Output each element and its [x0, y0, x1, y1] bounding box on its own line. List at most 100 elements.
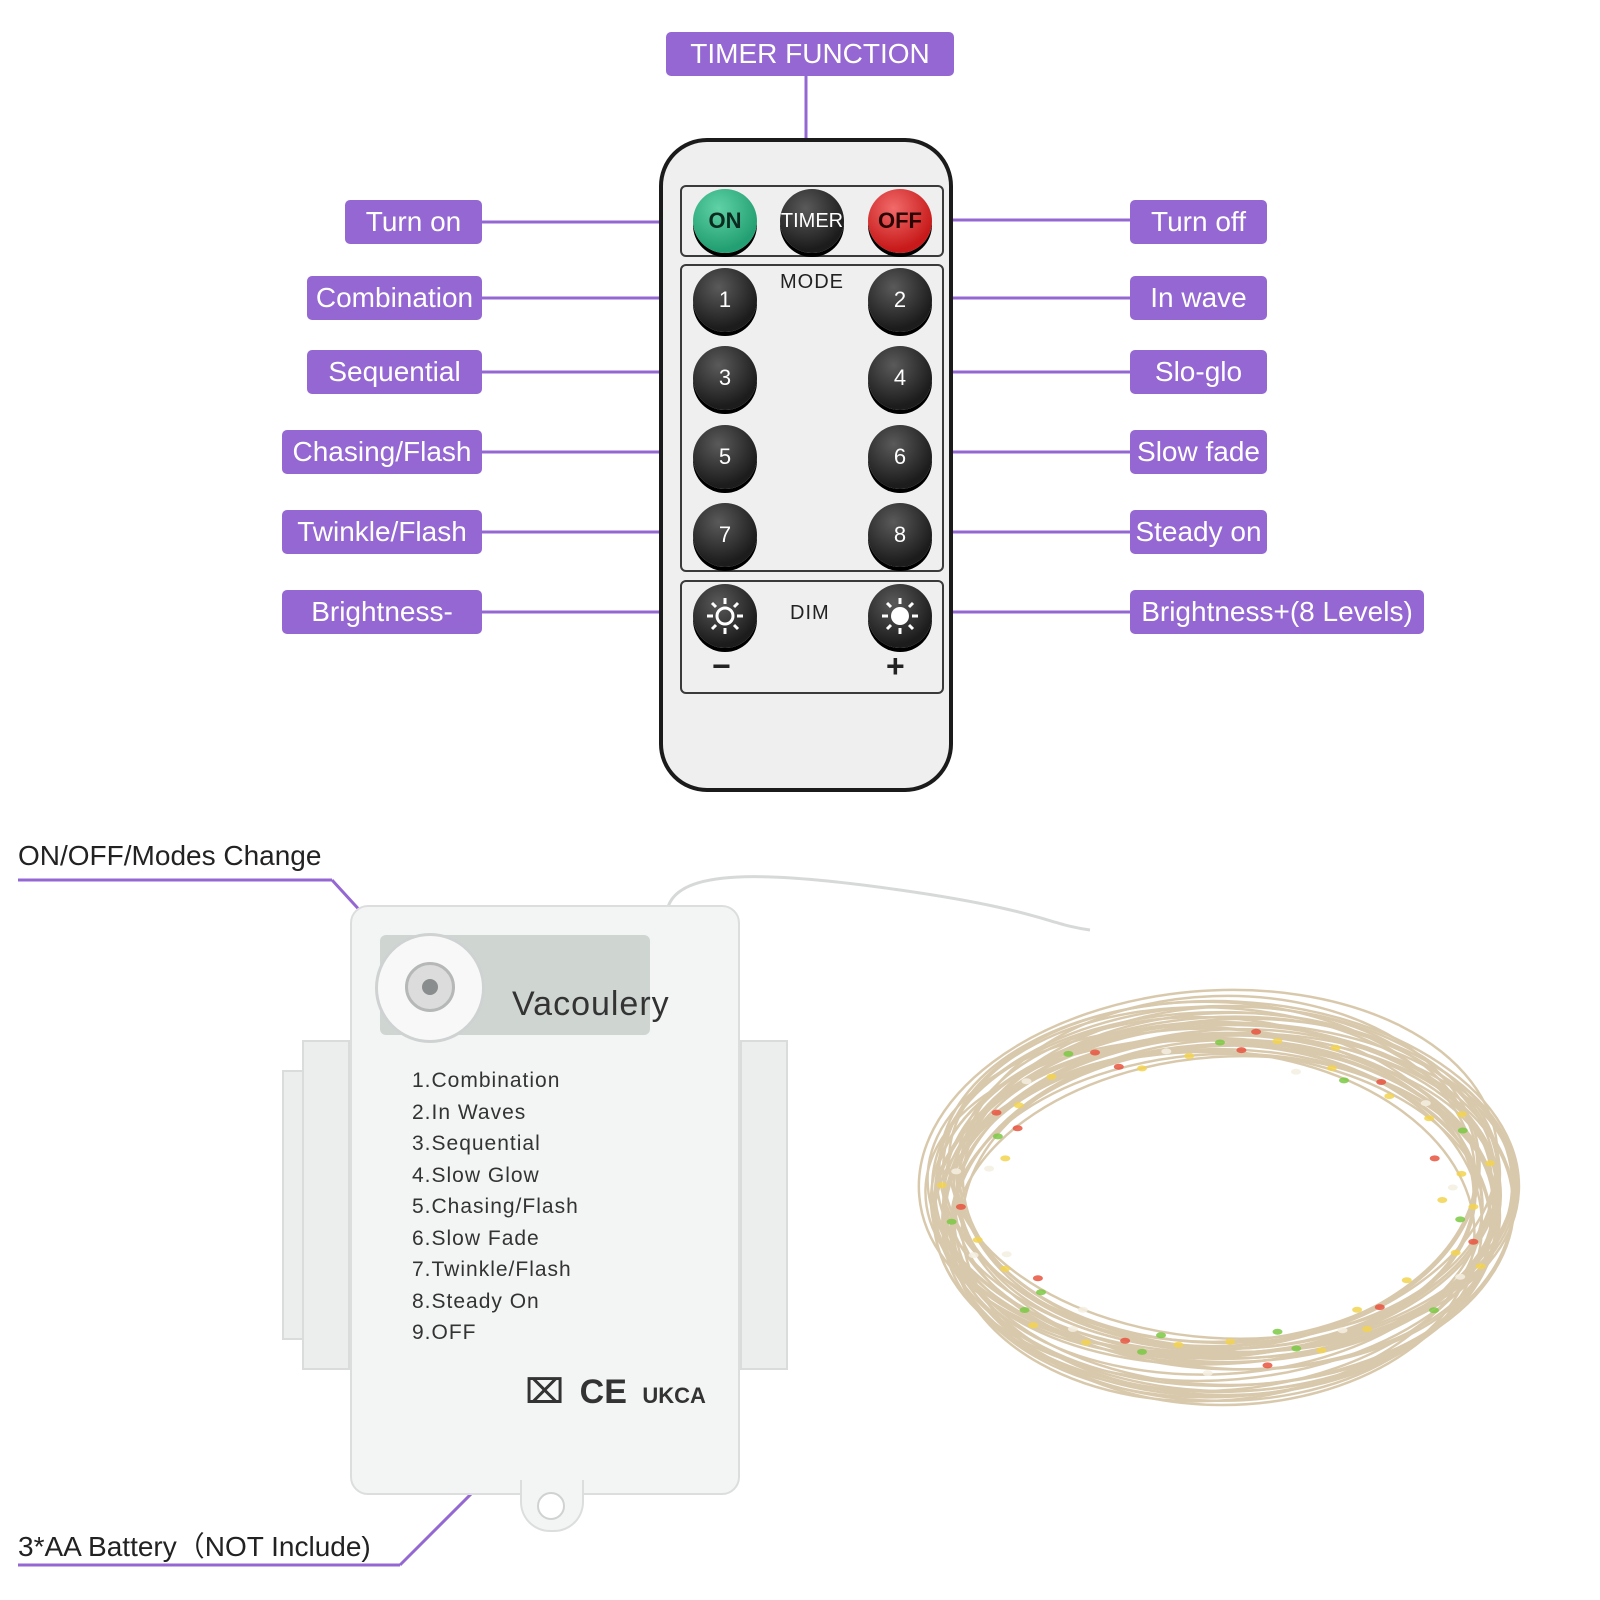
led-bulb — [1173, 1341, 1184, 1348]
on-button[interactable]: ON — [693, 189, 757, 253]
led-bulb — [1429, 1155, 1440, 1162]
mode-list-item: 6.Slow Fade — [412, 1226, 540, 1250]
sun-outline-icon — [707, 598, 743, 634]
light-string-loop — [943, 1034, 1515, 1388]
led-bulb — [1137, 1065, 1147, 1072]
led-bulb — [1475, 1263, 1486, 1270]
turn-off-callout: Turn off — [1130, 200, 1267, 244]
mode-button-1[interactable]: 1 — [693, 268, 757, 332]
turn-on-callout: Turn on — [345, 200, 482, 244]
mode-list-item: 2.In Waves — [412, 1100, 527, 1124]
mode-button-7[interactable]: 7 — [693, 503, 757, 567]
led-bulb — [955, 1203, 966, 1210]
led-bulb — [1291, 1068, 1301, 1075]
led-bulb — [1156, 1332, 1166, 1339]
timer-button[interactable]: TIMER — [780, 189, 844, 253]
dim-panel — [680, 580, 944, 694]
dim-plus-button[interactable] — [868, 584, 932, 648]
led-bulb — [1339, 1077, 1349, 1084]
led-bulb — [1067, 1326, 1078, 1332]
led-bulb — [1272, 1328, 1283, 1335]
led-bulb — [936, 1182, 947, 1189]
led-bulb — [1021, 1078, 1032, 1085]
led-bulb — [1337, 1327, 1348, 1334]
led-bulb — [1291, 1345, 1302, 1352]
led-bulb — [1090, 1049, 1100, 1056]
mode-list-item: 1.Combination — [412, 1069, 561, 1092]
led-bulb — [1429, 1307, 1439, 1314]
switch-inner[interactable] — [405, 962, 455, 1012]
led-bulb — [1352, 1306, 1363, 1313]
led-bulb — [1077, 1306, 1088, 1313]
led-bulb — [1236, 1047, 1247, 1054]
slo-glo-callout: Slo-glo — [1130, 350, 1267, 394]
battery-label: 3*AA Battery（NOT Include) — [18, 1531, 371, 1562]
brightness-plus-callout: Brightness+(8 Levels) — [1130, 590, 1424, 634]
led-bulb — [1401, 1277, 1412, 1284]
led-bulb — [1447, 1184, 1458, 1191]
ukca-mark: UKCA — [642, 1383, 706, 1408]
led-bulb — [1046, 1073, 1057, 1080]
led-bulb — [1374, 1304, 1385, 1311]
led-bulb — [1019, 1307, 1030, 1313]
led-bulb — [1272, 1038, 1283, 1045]
led-bulb — [1120, 1337, 1131, 1344]
steady-on-callout: Steady on — [1130, 510, 1267, 554]
led-bulb — [1013, 1102, 1024, 1109]
hanging-hole — [537, 1492, 565, 1520]
mode-list-item: 3.Sequential — [412, 1132, 541, 1155]
led-bulb — [1455, 1273, 1466, 1280]
led-bulb — [1457, 1127, 1468, 1134]
mode-list-item: 8.Steady On — [412, 1289, 540, 1313]
led-bulb — [1215, 1039, 1225, 1046]
sequential-callout: Sequential — [307, 350, 482, 394]
mode-button-6[interactable]: 6 — [868, 425, 932, 489]
chasing-flash-callout: Chasing/Flash — [282, 430, 482, 474]
weee-bin-icon: ⌧ — [525, 1373, 565, 1411]
led-bulb — [1362, 1326, 1373, 1332]
combination-callout: Combination — [307, 276, 482, 320]
led-bulb — [1262, 1362, 1273, 1369]
in-wave-callout: In wave — [1130, 276, 1267, 320]
led-bulb — [1437, 1197, 1448, 1203]
led-bulb — [1202, 1370, 1213, 1377]
led-bulb — [1330, 1044, 1341, 1051]
led-bulb — [1012, 1125, 1023, 1132]
light-string-loop — [940, 1027, 1499, 1393]
led-bulb — [1000, 1155, 1011, 1162]
mode-button-2[interactable]: 2 — [868, 268, 932, 332]
off-button[interactable]: OFF — [868, 189, 932, 253]
mode-button-3[interactable]: 3 — [693, 346, 757, 410]
slow-fade-callout: Slow fade — [1130, 430, 1267, 474]
twinkle-flash-callout: Twinkle/Flash — [282, 510, 482, 554]
battery-box-right-rail — [740, 1040, 788, 1370]
dim-minus-button[interactable] — [693, 584, 757, 648]
led-bulb — [1316, 1347, 1327, 1354]
led-bulb — [1456, 1111, 1467, 1118]
led-bulb — [1455, 1216, 1466, 1223]
sun-filled-icon — [882, 598, 918, 634]
mode-button-5[interactable]: 5 — [693, 425, 757, 489]
led-bulb — [968, 1252, 979, 1259]
mode-button-4[interactable]: 4 — [868, 346, 932, 410]
switch-center-dot — [422, 979, 438, 995]
mode-panel — [680, 264, 944, 572]
mode-button-8[interactable]: 8 — [868, 503, 932, 567]
led-bulb — [1468, 1238, 1479, 1245]
led-bulb — [1384, 1093, 1395, 1100]
mode-list: 1.Combination 2.In Waves 3.Sequential 4.… — [412, 1065, 579, 1349]
led-bulb — [984, 1165, 995, 1172]
led-bulb — [972, 1236, 983, 1243]
light-string-loop — [952, 1027, 1475, 1351]
led-bulb — [1081, 1339, 1091, 1346]
led-bulb — [1456, 1170, 1467, 1177]
led-bulb — [1424, 1115, 1435, 1122]
dim-label: DIM — [790, 602, 830, 624]
plus-sign: + — [886, 648, 905, 684]
mode-list-item: 5.Chasing/Flash — [412, 1195, 579, 1218]
mode-list-item: 9.OFF — [412, 1321, 477, 1344]
certification-marks: ⌧ CE UKCA — [525, 1372, 712, 1412]
led-bulb — [1113, 1063, 1124, 1070]
led-bulb — [1484, 1160, 1495, 1167]
